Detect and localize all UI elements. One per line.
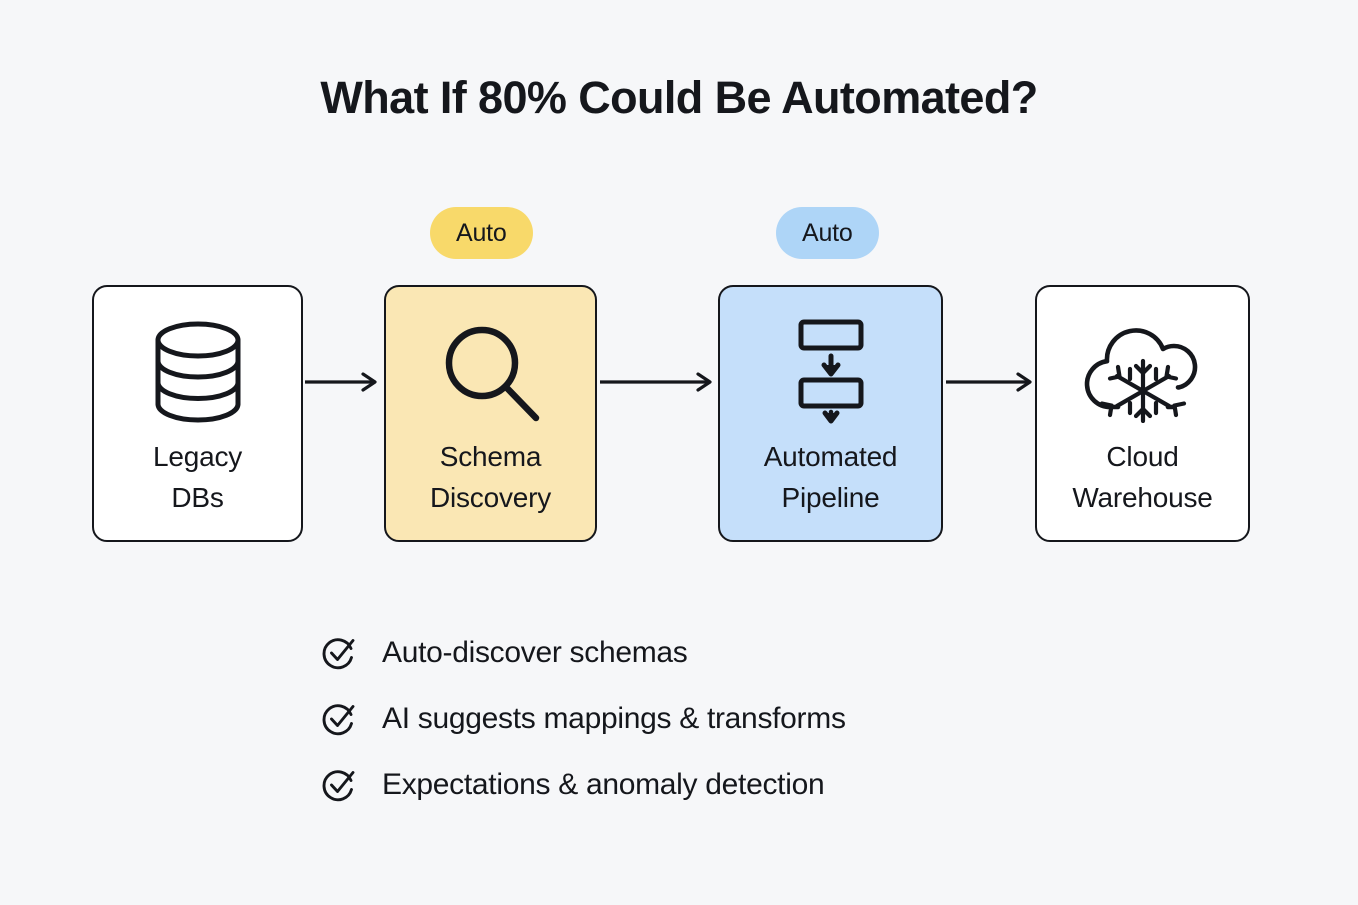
cloud-snowflake-icon	[1078, 317, 1208, 427]
flow-node-automated-pipeline[interactable]: Automated Pipeline	[718, 285, 943, 542]
list-item-label: AI suggests mappings & transforms	[382, 702, 846, 735]
database-icon	[146, 317, 250, 427]
flow-node-label-line1: Automated	[763, 441, 898, 472]
list-item: Auto-discover schemas	[322, 620, 846, 686]
check-circle-icon	[322, 768, 356, 802]
auto-badge-schema-discovery: Auto	[430, 207, 533, 259]
flow-node-label-line1: Legacy	[152, 441, 243, 472]
pipeline-icon	[781, 317, 881, 427]
flow-node-label-line2: DBs	[171, 481, 224, 513]
flow-node-label-line2: Discovery	[429, 481, 552, 513]
flow-node-schema-discovery[interactable]: Schema Discovery	[384, 285, 597, 542]
list-item: Expectations & anomaly detection	[322, 752, 846, 818]
benefits-list: Auto-discover schemas AI suggests mappin…	[322, 620, 846, 818]
check-circle-icon	[322, 636, 356, 670]
flow-node-cloud-warehouse[interactable]: Cloud Warehouse	[1035, 285, 1250, 542]
magnifier-icon	[438, 317, 544, 427]
connector-arrow-1	[303, 370, 383, 394]
flow-node-label-line2: Pipeline	[781, 481, 880, 513]
list-item-label: Auto-discover schemas	[382, 636, 688, 669]
flow-node-label: Cloud Warehouse	[1066, 437, 1218, 518]
auto-badge-automated-pipeline: Auto	[776, 207, 879, 259]
auto-badge-label: Auto	[802, 218, 853, 247]
flow-node-label-line1: Schema	[439, 441, 542, 472]
auto-badge-label: Auto	[456, 218, 507, 247]
list-item-label: Expectations & anomaly detection	[382, 768, 825, 801]
page-title: What If 80% Could Be Automated?	[320, 72, 1038, 123]
connector-arrow-2	[598, 370, 718, 394]
flow-node-label-line1: Cloud	[1106, 441, 1179, 472]
flow-node-label: Schema Discovery	[424, 437, 557, 518]
flow-node-legacy-dbs[interactable]: Legacy DBs	[92, 285, 303, 542]
connector-arrow-3	[944, 370, 1038, 394]
flow-node-label-line2: Warehouse	[1072, 481, 1213, 513]
flow-node-label: Legacy DBs	[147, 437, 248, 518]
list-item: AI suggests mappings & transforms	[322, 686, 846, 752]
check-circle-icon	[322, 702, 356, 736]
flow-node-label: Automated Pipeline	[758, 437, 904, 518]
